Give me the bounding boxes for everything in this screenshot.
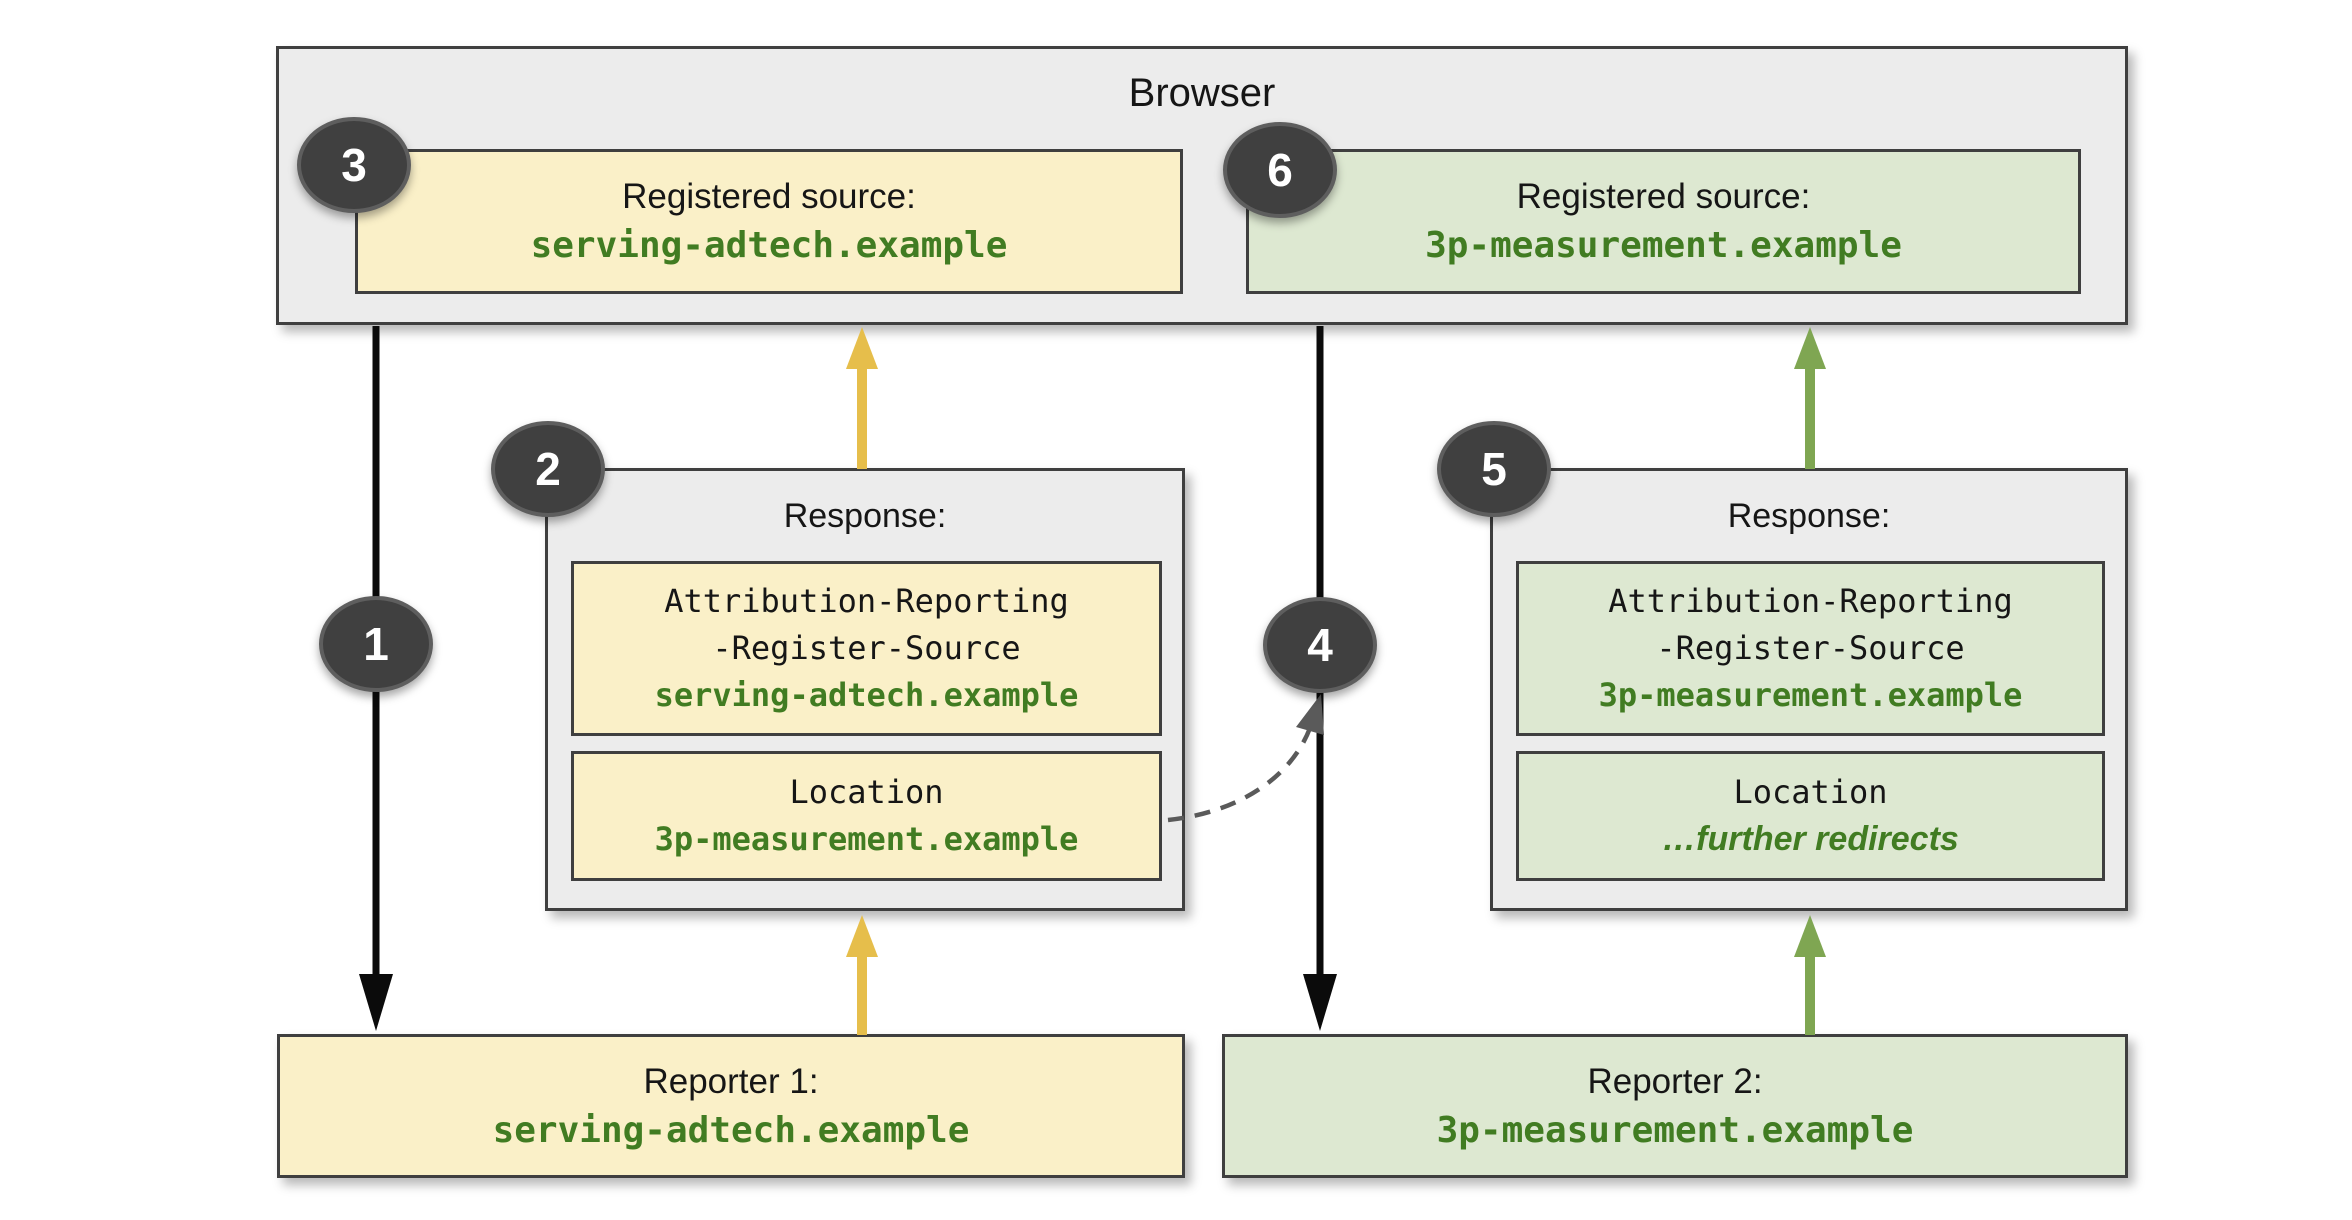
response-box-adtech: Response: Attribution-Reporting -Registe… xyxy=(545,468,1185,911)
step-badge-4: 4 xyxy=(1263,597,1377,693)
step-badge-6: 6 xyxy=(1223,122,1337,218)
green-response-arrow-bottom xyxy=(1794,915,1826,1035)
register-source-header-block: Attribution-Reporting -Register-Source 3… xyxy=(1516,561,2105,736)
location-header-block: Location …further redirects xyxy=(1516,751,2105,881)
step-badge-2: 2 xyxy=(491,421,605,517)
reporter-domain: 3p-measurement.example xyxy=(1436,1109,1914,1151)
step-badge-3: 3 xyxy=(297,117,411,213)
location-header-block: Location 3p-measurement.example xyxy=(571,751,1162,881)
location-value: 3p-measurement.example xyxy=(654,820,1079,858)
registered-source-domain: 3p-measurement.example xyxy=(1425,225,1902,266)
reporter-label: Reporter 2: xyxy=(1587,1061,1763,1101)
location-value: …further redirects xyxy=(1662,820,1959,858)
header-domain: 3p-measurement.example xyxy=(1598,676,2023,714)
header-line: -Register-Source xyxy=(712,629,1021,667)
redirect-dashed-arrow xyxy=(1167,694,1324,823)
header-line: -Register-Source xyxy=(1656,629,1965,667)
yellow-response-arrow-bottom xyxy=(846,915,878,1035)
location-label: Location xyxy=(789,773,944,811)
header-line: Attribution-Reporting xyxy=(664,582,1069,620)
registered-source-label: Registered source: xyxy=(622,177,916,216)
registered-source-domain: serving-adtech.example xyxy=(530,225,1008,266)
registered-source-box-3p: Registered source: 3p-measurement.exampl… xyxy=(1246,149,2081,294)
response-title: Response: xyxy=(783,497,947,535)
browser-box: Browser Registered source: serving-adtec… xyxy=(276,46,2128,325)
header-line: Attribution-Reporting xyxy=(1608,582,2013,620)
step-badge-1: 1 xyxy=(319,596,433,692)
reporter-2-box: Reporter 2: 3p-measurement.example xyxy=(1222,1034,2128,1178)
reporter-domain: serving-adtech.example xyxy=(492,1109,970,1151)
reporter-label: Reporter 1: xyxy=(643,1061,819,1101)
yellow-register-arrow-top xyxy=(846,327,878,469)
registered-source-label: Registered source: xyxy=(1516,177,1811,216)
response-box-3p: Response: Attribution-Reporting -Registe… xyxy=(1490,468,2128,911)
register-source-header-block: Attribution-Reporting -Register-Source s… xyxy=(571,561,1162,736)
green-register-arrow-top xyxy=(1794,327,1826,469)
location-label: Location xyxy=(1733,773,1888,811)
reporter-1-box: Reporter 1: serving-adtech.example xyxy=(277,1034,1185,1178)
header-domain: serving-adtech.example xyxy=(654,676,1079,714)
browser-title: Browser xyxy=(1128,71,1276,115)
step-badge-5: 5 xyxy=(1437,421,1551,517)
registered-source-box-adtech: Registered source: serving-adtech.exampl… xyxy=(355,149,1183,294)
response-title: Response: xyxy=(1727,497,1891,535)
